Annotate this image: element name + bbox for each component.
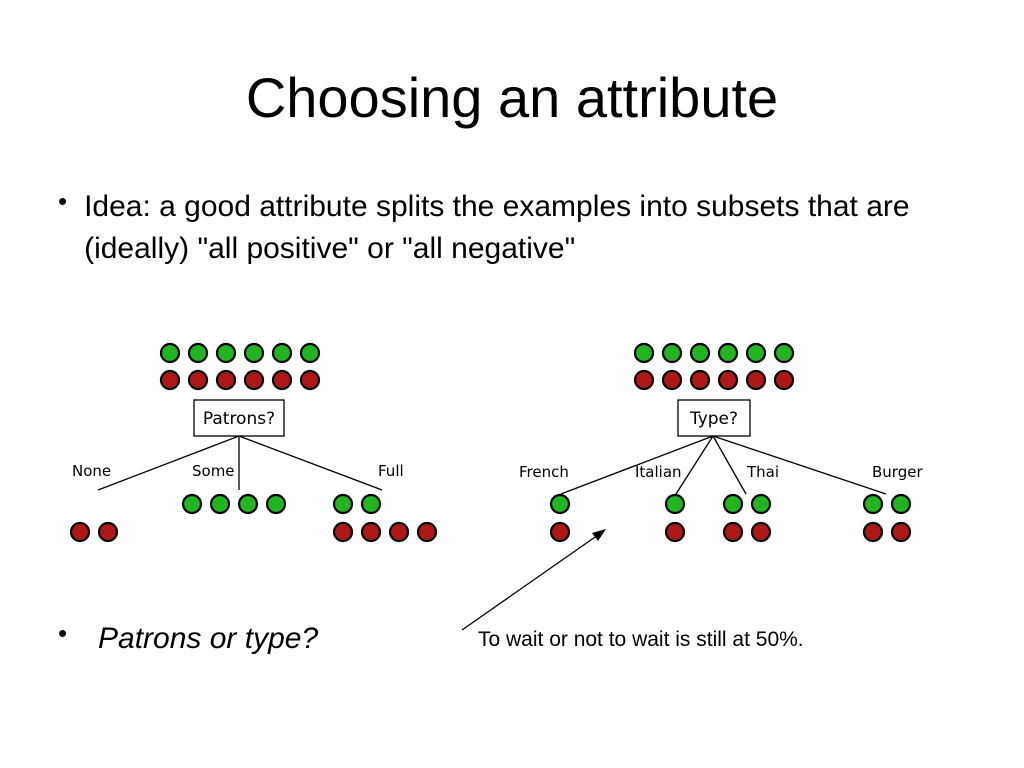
annotation-arrow <box>461 529 606 631</box>
edge-italian <box>675 435 714 495</box>
positive-example <box>271 342 293 364</box>
slide-title: Choosing an attribute <box>245 66 779 129</box>
tree-patrons: Patrons? None Some Full <box>69 342 438 543</box>
tree-type: Type? French Italian Thai Burger <box>519 342 923 543</box>
positive-example <box>661 342 683 364</box>
negative-example <box>388 521 410 543</box>
positive-example <box>689 342 711 364</box>
negative-example <box>722 521 744 543</box>
branch-examples-some <box>181 493 287 515</box>
positive-example <box>717 342 739 364</box>
arrow-head-icon <box>592 529 606 541</box>
negative-example <box>69 521 91 543</box>
negative-example <box>664 521 686 543</box>
negative-example <box>97 521 119 543</box>
negative-example <box>750 521 772 543</box>
branch-label-some: Some <box>192 462 235 480</box>
positive-example <box>265 493 287 515</box>
negative-example <box>890 521 912 543</box>
negative-example <box>773 369 795 391</box>
negative-example <box>159 369 181 391</box>
positive-example <box>215 342 237 364</box>
attribute-box-type <box>677 399 751 437</box>
edge-thai <box>712 435 747 495</box>
branch-examples-none <box>69 521 119 543</box>
attribute-label-patrons: Patrons? <box>203 409 275 429</box>
branch-examples-full <box>332 493 438 543</box>
positive-example <box>633 342 655 364</box>
positive-example <box>243 342 265 364</box>
negative-example <box>360 521 382 543</box>
bullet-idea-text: Idea: a good attribute splits the exampl… <box>84 190 910 265</box>
negative-example <box>243 369 265 391</box>
positive-example <box>750 493 772 515</box>
branch-label-french: French <box>519 463 569 481</box>
negative-example <box>332 521 354 543</box>
branch-examples-french <box>549 493 571 543</box>
annotation-note: To wait or not to wait is still at 50%. <box>478 628 804 651</box>
positive-example <box>722 493 744 515</box>
bullet-question: • Patrons or type? <box>58 618 318 660</box>
positive-example <box>862 493 884 515</box>
branch-label-italian: Italian <box>635 463 682 481</box>
edge-full <box>238 435 383 491</box>
edge-french <box>560 435 714 495</box>
positive-example <box>237 493 259 515</box>
branch-label-full: Full <box>378 462 404 480</box>
negative-example <box>661 369 683 391</box>
positive-example <box>299 342 321 364</box>
negative-example <box>215 369 237 391</box>
attribute-box-patrons <box>193 399 285 437</box>
negative-example <box>416 521 438 543</box>
edge-burger <box>712 435 887 495</box>
negative-example <box>187 369 209 391</box>
root-examples-patrons <box>159 342 321 391</box>
bullet-marker: • <box>58 618 68 648</box>
positive-example <box>549 493 571 515</box>
branch-label-thai: Thai <box>746 463 779 481</box>
branch-examples-italian <box>664 493 686 543</box>
bullet-marker: • <box>58 186 68 216</box>
branch-examples-burger <box>862 493 912 543</box>
branch-label-burger: Burger <box>872 463 923 481</box>
positive-example <box>773 342 795 364</box>
negative-example <box>299 369 321 391</box>
negative-example <box>689 369 711 391</box>
edge-none <box>97 435 240 491</box>
positive-example <box>187 342 209 364</box>
negative-example <box>745 369 767 391</box>
negative-example <box>862 521 884 543</box>
branch-examples-thai <box>722 493 772 543</box>
positive-example <box>664 493 686 515</box>
positive-example <box>360 493 382 515</box>
bullet-question-text: Patrons or type? <box>98 622 319 655</box>
positive-example <box>890 493 912 515</box>
negative-example <box>271 369 293 391</box>
attribute-label-type: Type? <box>689 409 738 429</box>
positive-example <box>181 493 203 515</box>
branch-label-none: None <box>72 462 111 480</box>
negative-example <box>549 521 571 543</box>
bullet-idea: • Idea: a good attribute splits the exam… <box>58 186 948 270</box>
positive-example <box>332 493 354 515</box>
negative-example <box>633 369 655 391</box>
root-examples-type <box>633 342 795 391</box>
positive-example <box>159 342 181 364</box>
positive-example <box>209 493 231 515</box>
negative-example <box>717 369 739 391</box>
positive-example <box>745 342 767 364</box>
